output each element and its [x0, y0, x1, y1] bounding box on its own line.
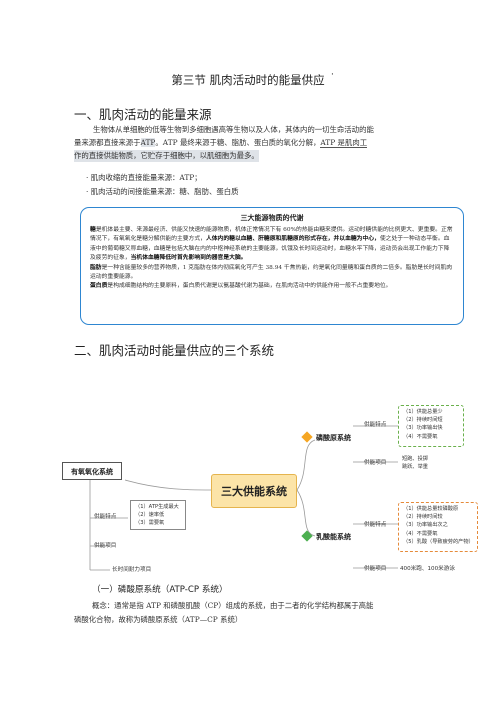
box-sugar-paragraph: 糖是机体最主要、来源最经济、供能又快速的能源物质，机体正常情况下有 60%的热能… — [90, 227, 453, 262]
title-dot: · — [331, 70, 334, 80]
section3-para-line1: 概念：通常是指 ATP 和磷酸肌酸（CP）组成的系统，由于二者的化学结构都属于高… — [92, 601, 374, 610]
aerobic-features-box: （1）ATP生成最大 （2）速率低 （3）需要氧 — [130, 500, 186, 530]
lactic-system-label: 乳酸能系统 — [316, 533, 351, 541]
aerobic-projects: 长时间耐力项目 — [112, 567, 152, 573]
lactic-projects: 400米跑、100米游泳 — [400, 566, 455, 572]
phospho-features-box: （1）供能总量少 （2）持续时间短 （3）功率输出快 （4）不需要氧 — [398, 405, 464, 447]
mindmap-center-node: 三大供能系统 — [211, 474, 297, 508]
page-title: 第三节 肌肉活动时的能量供应 — [171, 73, 325, 87]
aerobic-project-tag: 供能项目 — [94, 543, 117, 549]
section1-para-line3: 作的直接供能物质，它贮存于细胞中，以肌细胞为最多。 — [74, 150, 259, 162]
box-fat-paragraph: 脂肪是一种含能量较多的营养物质，1 克脂肪在体内彻底氧化可产生 38.94 千焦… — [90, 264, 453, 281]
lactic-features-box: （1）供能总量较磷酸原 （2）持续时间较 （3）功率输出次之 （4）不需要氧 （… — [398, 502, 478, 552]
energy-substances-box: 三大能源物质的代谢 糖是机体最主要、来源最经济、供能又快速的能源物质，机体正常情… — [80, 207, 464, 325]
box-protein-paragraph: 蛋白质是构成细胞结构的主要原料，蛋白质代谢是以氨基酸代谢为基础，在肌肉活动中的供… — [90, 283, 392, 290]
lactic-feature-tag: 供能特点 — [364, 522, 387, 528]
section1-para-line1: 生物体从单细胞的低等生物到多细胞遇高等生物以及人体，其体内的一切生命活动的能 — [93, 125, 374, 134]
phospho-project-tag: 供能项目 — [364, 460, 387, 466]
section3-heading: （一）磷酸原系统（ATP-CP 系统） — [92, 585, 228, 595]
section2-heading: 二、肌肉活动时能量供应的三个系统 — [74, 343, 275, 358]
box-title: 三大能源物质的代谢 — [240, 214, 304, 222]
aerobic-system-label: 有氧氧化系统 — [62, 462, 122, 480]
section3-para-line2: 磷酸化合物，故称为磷酸原系统（ATP—CP 系统） — [74, 615, 243, 624]
lactic-project-tag: 供能项目 — [364, 566, 387, 572]
bullet-indirect: · 肌肉活动的间接能量来源：糖、脂肪、蛋白质 — [86, 187, 239, 196]
phospho-feature-tag: 供能特点 — [364, 422, 387, 428]
phospho-projects: 短跑、投掷 跳跃、举重 — [402, 456, 428, 471]
section1-para-line2: 量来源都直接来源于ATP。ATP 最终来源于糖、脂肪、蛋白质的氧化分解，ATP … — [74, 138, 368, 148]
bullet-direct: · 肌肉收缩的直接能量来源：ATP； — [86, 173, 202, 182]
phospho-system-label: 磷酸原系统 — [316, 434, 351, 442]
section1-heading: 一、肌肉活动的能量来源 — [74, 107, 212, 122]
aerobic-feature-tag: 供能特点 — [94, 514, 117, 520]
